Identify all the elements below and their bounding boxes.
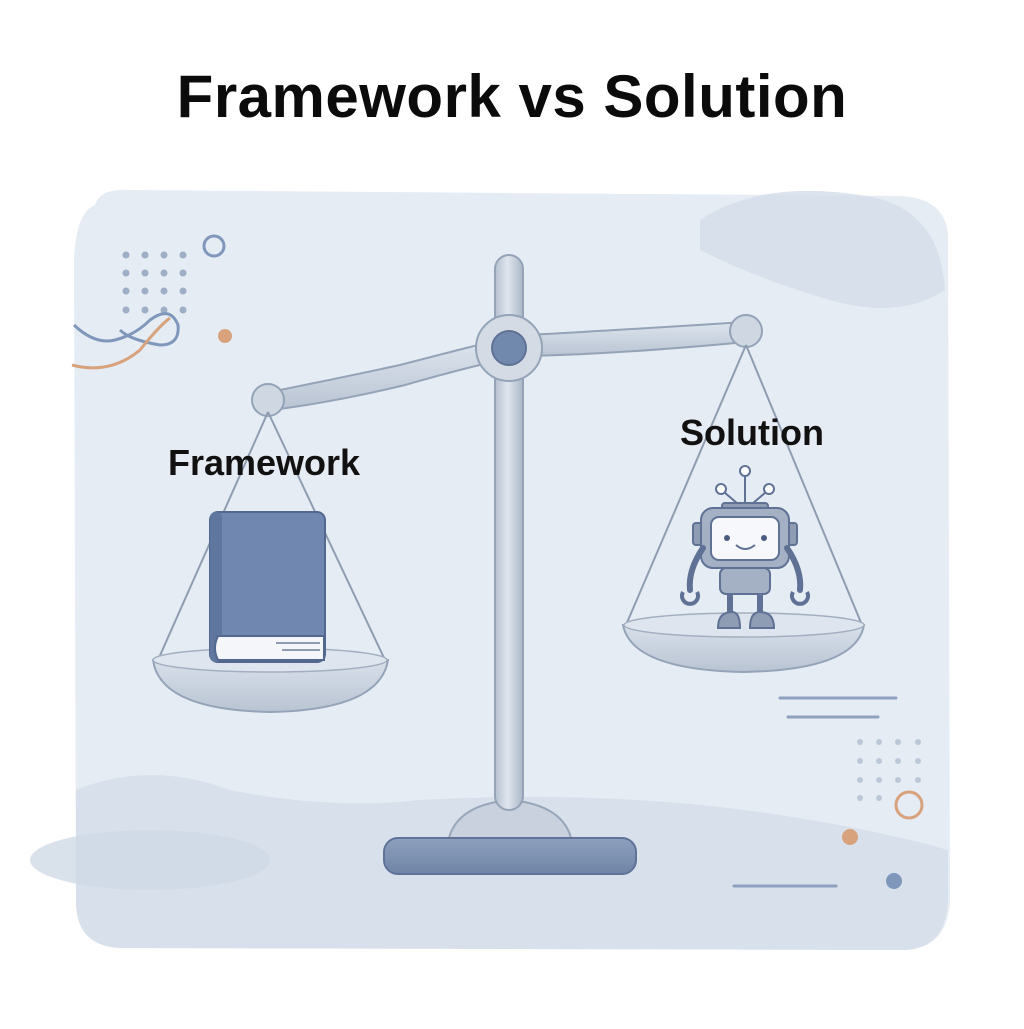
- scale-post: [494, 254, 524, 811]
- book-icon: [209, 511, 326, 663]
- decor-dot-grid-left: [122, 251, 187, 314]
- page-title: Framework vs Solution: [176, 63, 848, 130]
- right-pan: [621, 344, 866, 674]
- solution-label: Solution: [680, 412, 824, 453]
- scale-base: [383, 798, 637, 875]
- scale-beam-end-right: [729, 314, 763, 348]
- decor-wave-orange: [71, 316, 171, 370]
- decor-dot-grid-right: [857, 739, 921, 801]
- scale-beam-end-left: [251, 383, 285, 417]
- decor-ring-blue: [202, 234, 226, 258]
- framework-label: Framework: [168, 442, 361, 483]
- decor-dot-orange: [218, 329, 232, 343]
- decor-dot-orange: [842, 829, 858, 845]
- robot-icon: [680, 465, 810, 629]
- decor-wave-blue: [72, 312, 180, 347]
- decor-dot-blue: [886, 873, 902, 889]
- decor-ring-orange: [894, 790, 924, 820]
- scale-pivot-center: [491, 330, 527, 366]
